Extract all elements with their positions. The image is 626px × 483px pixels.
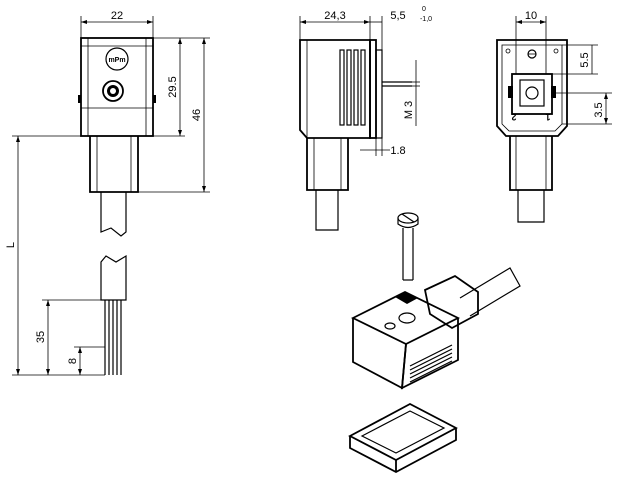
front-wires	[104, 300, 122, 375]
side-flange	[369, 39, 377, 139]
brand-logo-circle	[105, 47, 129, 71]
side-cable	[315, 190, 339, 231]
iso-body-right	[400, 318, 459, 390]
dim-strip-35: 35	[35, 331, 47, 343]
front-screw	[102, 80, 124, 102]
side-connector-body	[299, 39, 371, 139]
iso-gasket	[348, 402, 458, 474]
side-grip-slots	[339, 49, 366, 126]
rear-terminal-2: 2	[511, 112, 516, 122]
front-cable-upper	[100, 192, 127, 237]
dim-rear-offset-upper: 5.5	[579, 52, 591, 67]
rear-cable	[517, 190, 545, 223]
iso-cable-gland	[423, 274, 479, 330]
rear-center-pin	[525, 86, 539, 100]
dim-cable-length: L	[5, 242, 17, 248]
isometric-view	[348, 212, 521, 474]
iso-body-left	[352, 318, 407, 390]
iso-screw	[397, 212, 419, 281]
dim-side-pin-length: 5,5	[390, 10, 405, 22]
side-cable-gland	[306, 138, 349, 191]
front-cable-lower	[100, 254, 127, 301]
iso-grip-slots	[409, 344, 453, 383]
dim-front-height-total: 46	[191, 109, 203, 121]
dim-strip-8: 8	[67, 358, 79, 364]
front-cable-gland	[89, 136, 139, 193]
dim-front-width: 22	[111, 10, 123, 22]
dim-side-flange: 1.8	[390, 145, 405, 157]
dim-side-thread: M 3	[403, 101, 415, 119]
rear-view: 2 1 10 5.5 3.5	[496, 10, 612, 223]
dim-rear-offset-lower: 3.5	[593, 102, 605, 117]
brand-logo-text: mPm	[108, 57, 125, 64]
dim-front-height-upper: 29.5	[167, 76, 179, 97]
rear-cable-gland	[509, 136, 553, 191]
dim-side-tol-upper: 0	[422, 6, 426, 13]
front-view: mPm 22	[5, 10, 210, 376]
rear-terminal-1: 1	[545, 112, 550, 122]
dim-rear-width: 10	[525, 10, 537, 22]
front-connector-body	[80, 37, 154, 137]
dim-side-tol-lower: -1,0	[420, 16, 432, 23]
rear-connector-body	[496, 39, 568, 137]
side-view: 24,3 5,5 0 -1,0 M 3 1.8	[299, 6, 432, 231]
dim-side-depth: 24,3	[324, 10, 345, 22]
iso-cable	[459, 267, 521, 317]
